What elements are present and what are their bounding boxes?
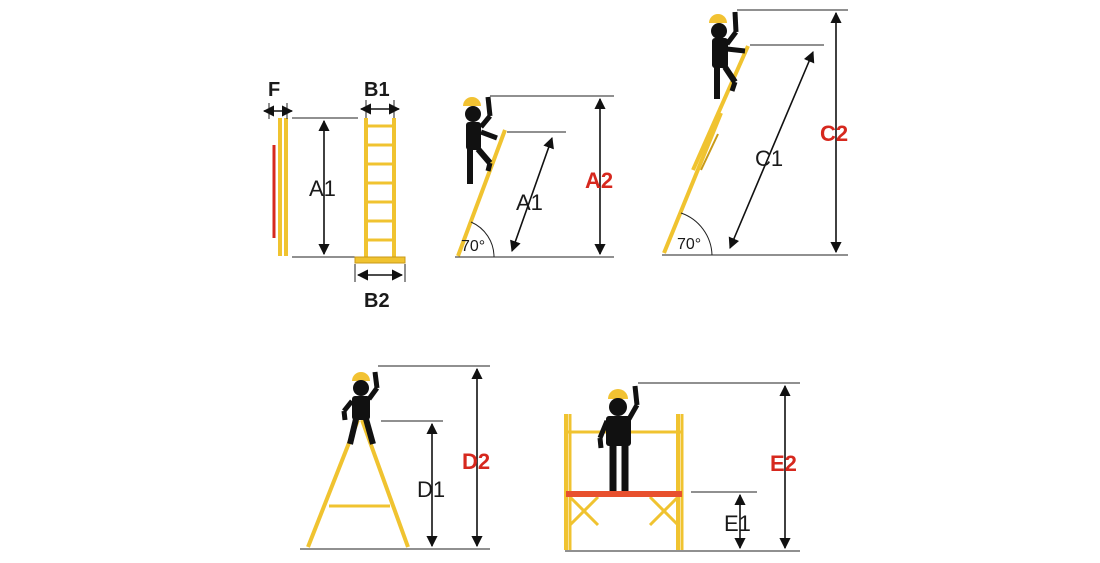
a1-lean-label: A1 <box>516 190 543 215</box>
extended-leaning-ladder: 70° C2 C1 <box>662 9 848 256</box>
scaffold-platform <box>566 491 682 497</box>
front-view-ladder: B1 B2 <box>354 79 406 312</box>
a1-side-label: A1 <box>309 176 336 201</box>
b2-label: B2 <box>364 290 390 312</box>
step-ladder: D2 D1 <box>300 365 490 550</box>
angle-label: 70° <box>461 238 485 255</box>
worker-figure <box>341 371 380 445</box>
worker-figure <box>597 385 640 491</box>
angle-label: 70° <box>677 236 701 253</box>
scaffold: E2 E1 <box>564 382 800 552</box>
e1-label: E1 <box>724 511 751 536</box>
worker-figure <box>709 11 746 99</box>
leaning-ladder: 70° A2 A1 <box>455 95 614 258</box>
worker-figure <box>463 96 498 184</box>
angle-arc <box>470 221 495 258</box>
c1-dimension-arrow <box>728 50 815 250</box>
front-foot-bar <box>354 256 406 264</box>
ext-ladder-rail-lower <box>662 112 723 254</box>
a1-lean-dimension-arrow <box>510 136 554 253</box>
angle-arc <box>680 212 713 256</box>
scaffold-brace <box>568 495 600 527</box>
ext-ladder-rail-overlap <box>700 133 719 171</box>
d2-label: D2 <box>462 449 490 474</box>
side-view-ladder: F A1 <box>262 79 358 258</box>
c1-label: C1 <box>755 146 783 171</box>
d1-label: D1 <box>417 477 445 502</box>
b1-label: B1 <box>364 79 390 101</box>
c2-label: C2 <box>820 121 848 146</box>
scaffold-brace <box>648 495 680 527</box>
e2-label: E2 <box>770 451 797 476</box>
lean-ladder-rail <box>456 129 507 257</box>
f-label: F <box>268 79 280 101</box>
a2-label: A2 <box>585 168 613 193</box>
